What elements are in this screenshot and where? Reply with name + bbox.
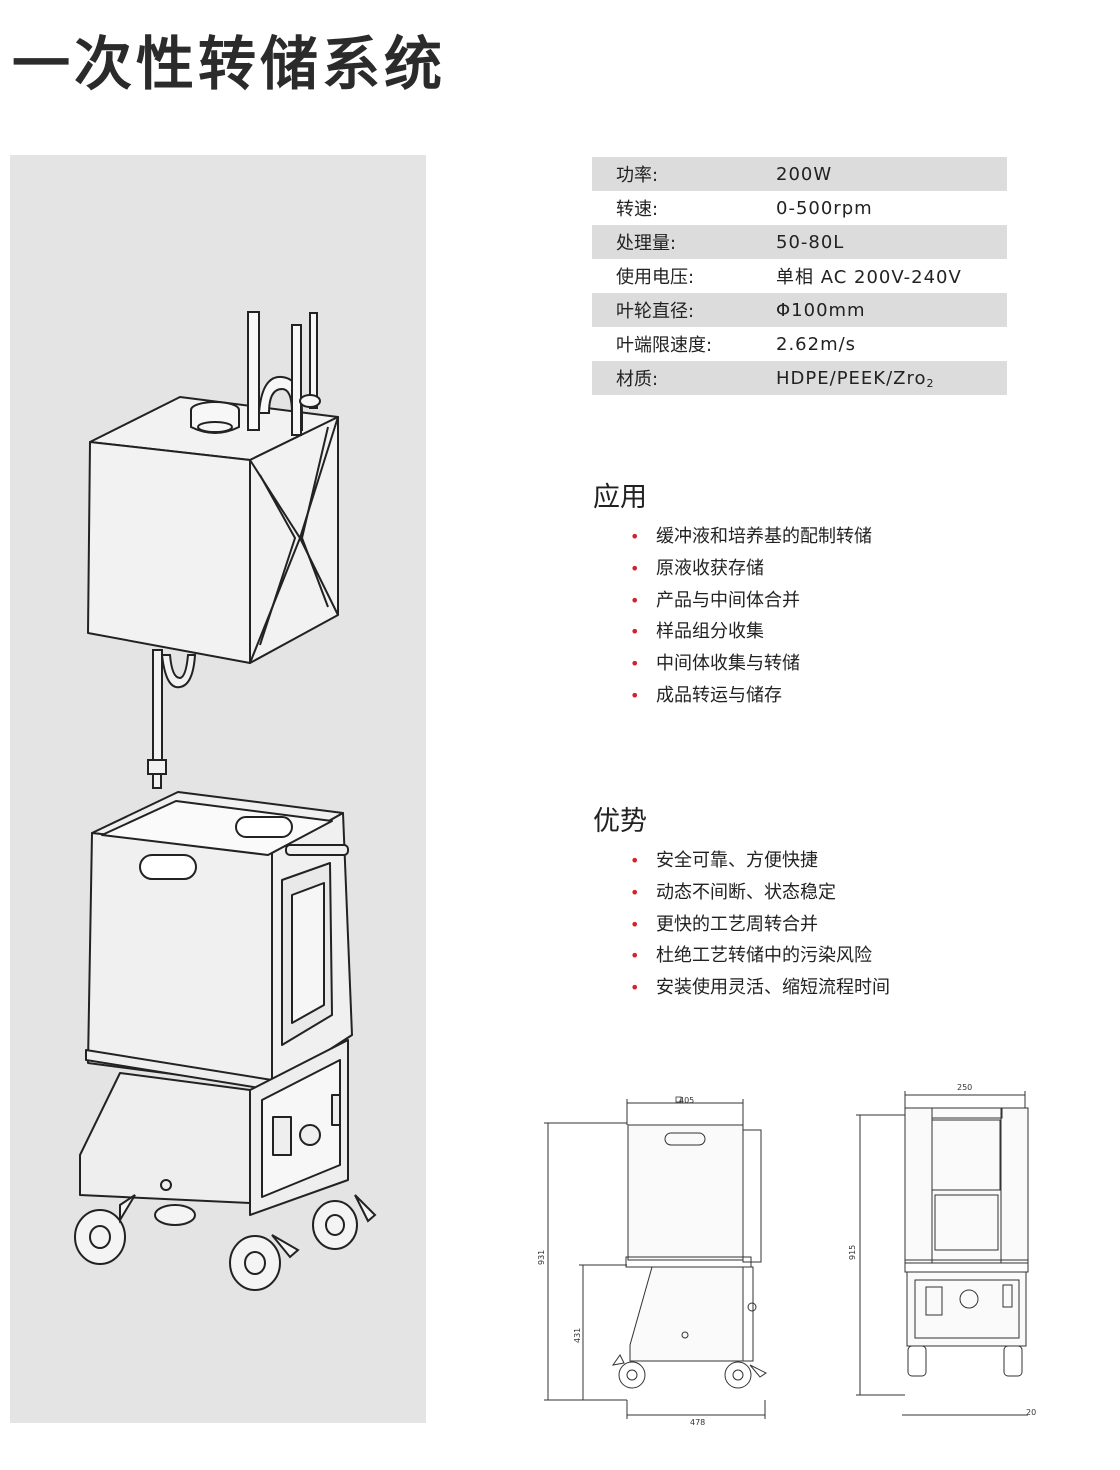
spec-row-tip-speed: 叶端限速度: 2.62m/s <box>592 327 1007 361</box>
list-item: •缓冲液和培养基的配制转储 <box>630 521 872 553</box>
list-item: •安装使用灵活、缩短流程时间 <box>630 972 890 1004</box>
list-item: •更快的工艺周转合并 <box>630 909 890 941</box>
probe-port <box>291 324 302 436</box>
spec-value: 单相 AC 200V-240V <box>776 267 962 288</box>
spec-label: 材质: <box>616 369 659 390</box>
bag-front <box>87 441 251 664</box>
list-item: •动态不间断、状态稳定 <box>630 877 890 909</box>
dim-front-width: 405 <box>679 1096 694 1105</box>
spec-table: 功率: 200W 转速: 0-500rpm 处理量: 50-80L 使用电压: … <box>592 157 1007 395</box>
spec-label: 转速: <box>616 199 659 220</box>
advantages-list: •安全可靠、方便快捷 •动态不间断、状态稳定 •更快的工艺周转合并 •杜绝工艺转… <box>630 845 890 1004</box>
list-item: •成品转运与储存 <box>630 680 872 712</box>
product-illustration-panel <box>10 155 426 1423</box>
front-view-drawing <box>544 1099 767 1419</box>
emergency-stop-button <box>272 1116 292 1156</box>
list-item: •中间体收集与转储 <box>630 648 872 680</box>
control-panel <box>261 1059 341 1198</box>
dim-front-base-height: 431 <box>573 1328 582 1343</box>
spec-value: 200W <box>776 163 833 185</box>
list-item: •原液收获存储 <box>630 553 872 585</box>
spec-label: 叶端限速度: <box>616 335 713 356</box>
sensor-rod <box>309 312 318 409</box>
dim-side-height: 915 <box>848 1245 857 1260</box>
bullet-dot: • <box>630 914 640 934</box>
drain-tube <box>152 649 163 763</box>
spec-label: 使用电压: <box>616 267 695 288</box>
dim-front-depth: 478 <box>690 1418 705 1427</box>
bullet-dot: • <box>630 590 640 610</box>
bullet-dot: • <box>630 946 640 966</box>
cart-base-front <box>79 1072 251 1204</box>
list-item: •样品组分收集 <box>630 616 872 648</box>
bullet-dot: • <box>630 851 640 870</box>
dim-side-offset: 20 <box>1026 1408 1036 1417</box>
spec-value: HDPE/PEEK/Zro2 <box>776 367 935 390</box>
spec-label: 功率: <box>616 165 659 186</box>
product-illustration <box>74 311 377 1291</box>
bullet-dot: • <box>630 882 640 902</box>
bullet-dot: • <box>630 558 640 578</box>
bin-handle-hole <box>139 854 197 880</box>
applications-list: •缓冲液和培养基的配制转储 •原液收获存储 •产品与中间体合并 •样品组分收集 … <box>630 521 872 712</box>
bullet-dot: • <box>630 978 640 998</box>
spec-value: 0-500rpm <box>776 197 873 219</box>
dim-front-height: 931 <box>537 1250 546 1265</box>
list-item: •杜绝工艺转储中的污染风险 <box>630 940 890 972</box>
spec-label: 处理量: <box>616 233 677 254</box>
caster-wheels <box>74 1194 377 1291</box>
spec-row-impeller-diameter: 叶轮直径: Φ100mm <box>592 293 1007 327</box>
side-view-drawing <box>856 1091 1029 1416</box>
rotary-switch <box>299 1124 321 1146</box>
spec-row-material: 材质: HDPE/PEEK/Zro2 <box>592 361 1007 395</box>
advantages-title: 优势 <box>593 806 647 837</box>
spec-value-subscript: 2 <box>926 376 935 390</box>
bullet-dot: • <box>630 527 640 546</box>
spec-row-capacity: 处理量: 50-80L <box>592 225 1007 259</box>
spec-label: 叶轮直径: <box>616 301 695 322</box>
spec-value: 2.62m/s <box>776 333 857 355</box>
list-item: •安全可靠、方便快捷 <box>630 845 890 877</box>
spec-row-power: 功率: 200W <box>592 157 1007 191</box>
spec-row-speed: 转速: 0-500rpm <box>592 191 1007 225</box>
bullet-dot: • <box>630 685 640 705</box>
spec-value: Φ100mm <box>776 299 866 321</box>
list-item: •产品与中间体合并 <box>630 585 872 617</box>
applications-title: 应用 <box>593 482 647 513</box>
spec-value-text: HDPE/PEEK/Zro <box>776 367 927 389</box>
page-title: 一次性转储系统 <box>12 30 447 98</box>
technical-drawings: 405 931 431 478 250 915 20 <box>537 1083 1036 1427</box>
bullet-dot: • <box>630 622 640 642</box>
bullet-dot: • <box>630 654 640 674</box>
dim-side-width: 250 <box>957 1083 972 1092</box>
spec-value: 50-80L <box>776 231 845 253</box>
spec-row-voltage: 使用电压: 单相 AC 200V-240V <box>592 259 1007 293</box>
dip-tube <box>247 311 260 431</box>
